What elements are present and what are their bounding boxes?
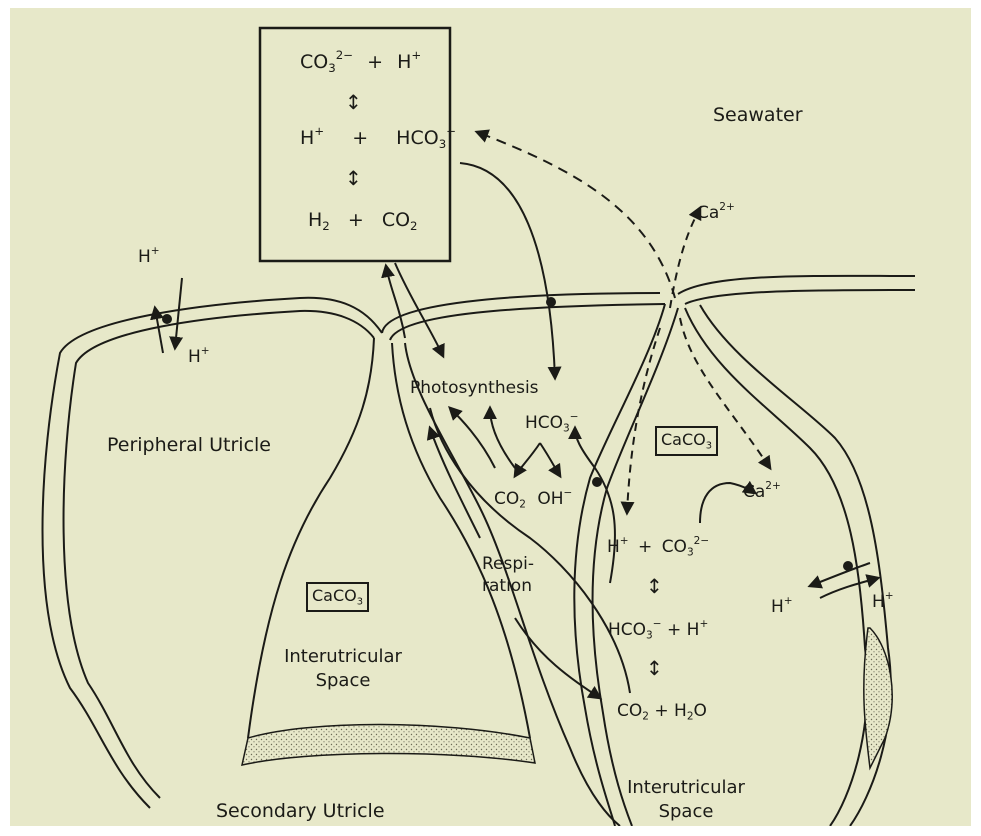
- box-equilibrium-arrow-1: ↕: [345, 90, 362, 114]
- box-row-h2-co2: H2 + CO2: [308, 211, 418, 233]
- diagram-page: CO32− + H+ ↕ H+ + HCO3− ↕ H2 + CO2 Seawa…: [10, 8, 971, 826]
- reaction-arrows: [155, 132, 878, 698]
- ca2-top-label: Ca2+: [697, 202, 735, 222]
- co2-oh-label: CO2 OH−: [494, 488, 572, 510]
- label-seawater: Seawater: [713, 106, 803, 125]
- equilibrium-arrow-4: ↕: [646, 656, 663, 680]
- h-plus-left-top: H+: [138, 246, 160, 266]
- hco3-photosynthesis: HCO3−: [525, 412, 579, 434]
- label-photosynthesis: Photosynthesis: [410, 380, 539, 397]
- box-row-h-hco3: H+ + HCO3−: [300, 126, 456, 151]
- caco3-box-right: CaCO3: [655, 426, 718, 456]
- label-interutricular-space-right: Interutricular Space: [621, 779, 751, 821]
- label-interutricular-space-left: Interutricular Space: [278, 648, 408, 690]
- h-plus-left-bottom: H+: [188, 346, 210, 366]
- co2-h2o-label: CO2 + H2O: [617, 703, 707, 722]
- caco3-box-left: CaCO3: [306, 582, 369, 612]
- box-equilibrium-arrow-2: ↕: [345, 166, 362, 190]
- label-secondary-utricle: Secondary Utricle: [216, 802, 385, 821]
- h-plus-right-right: H+: [872, 591, 894, 611]
- label-respiration: Respi- ration: [482, 556, 534, 595]
- label-peripheral-utricle: Peripheral Utricle: [107, 436, 271, 455]
- box-row-co3-h: CO32− + H+: [300, 50, 421, 75]
- ca2-right-label: Ca2+: [743, 481, 781, 501]
- hco3-h-label: HCO3− + H+: [608, 619, 708, 641]
- equilibrium-arrow-3: ↕: [646, 574, 663, 598]
- h-plus-right-left: H+: [771, 596, 793, 616]
- h-co3-label: H+ + CO32−: [607, 536, 709, 558]
- diagram-lines: [10, 8, 971, 826]
